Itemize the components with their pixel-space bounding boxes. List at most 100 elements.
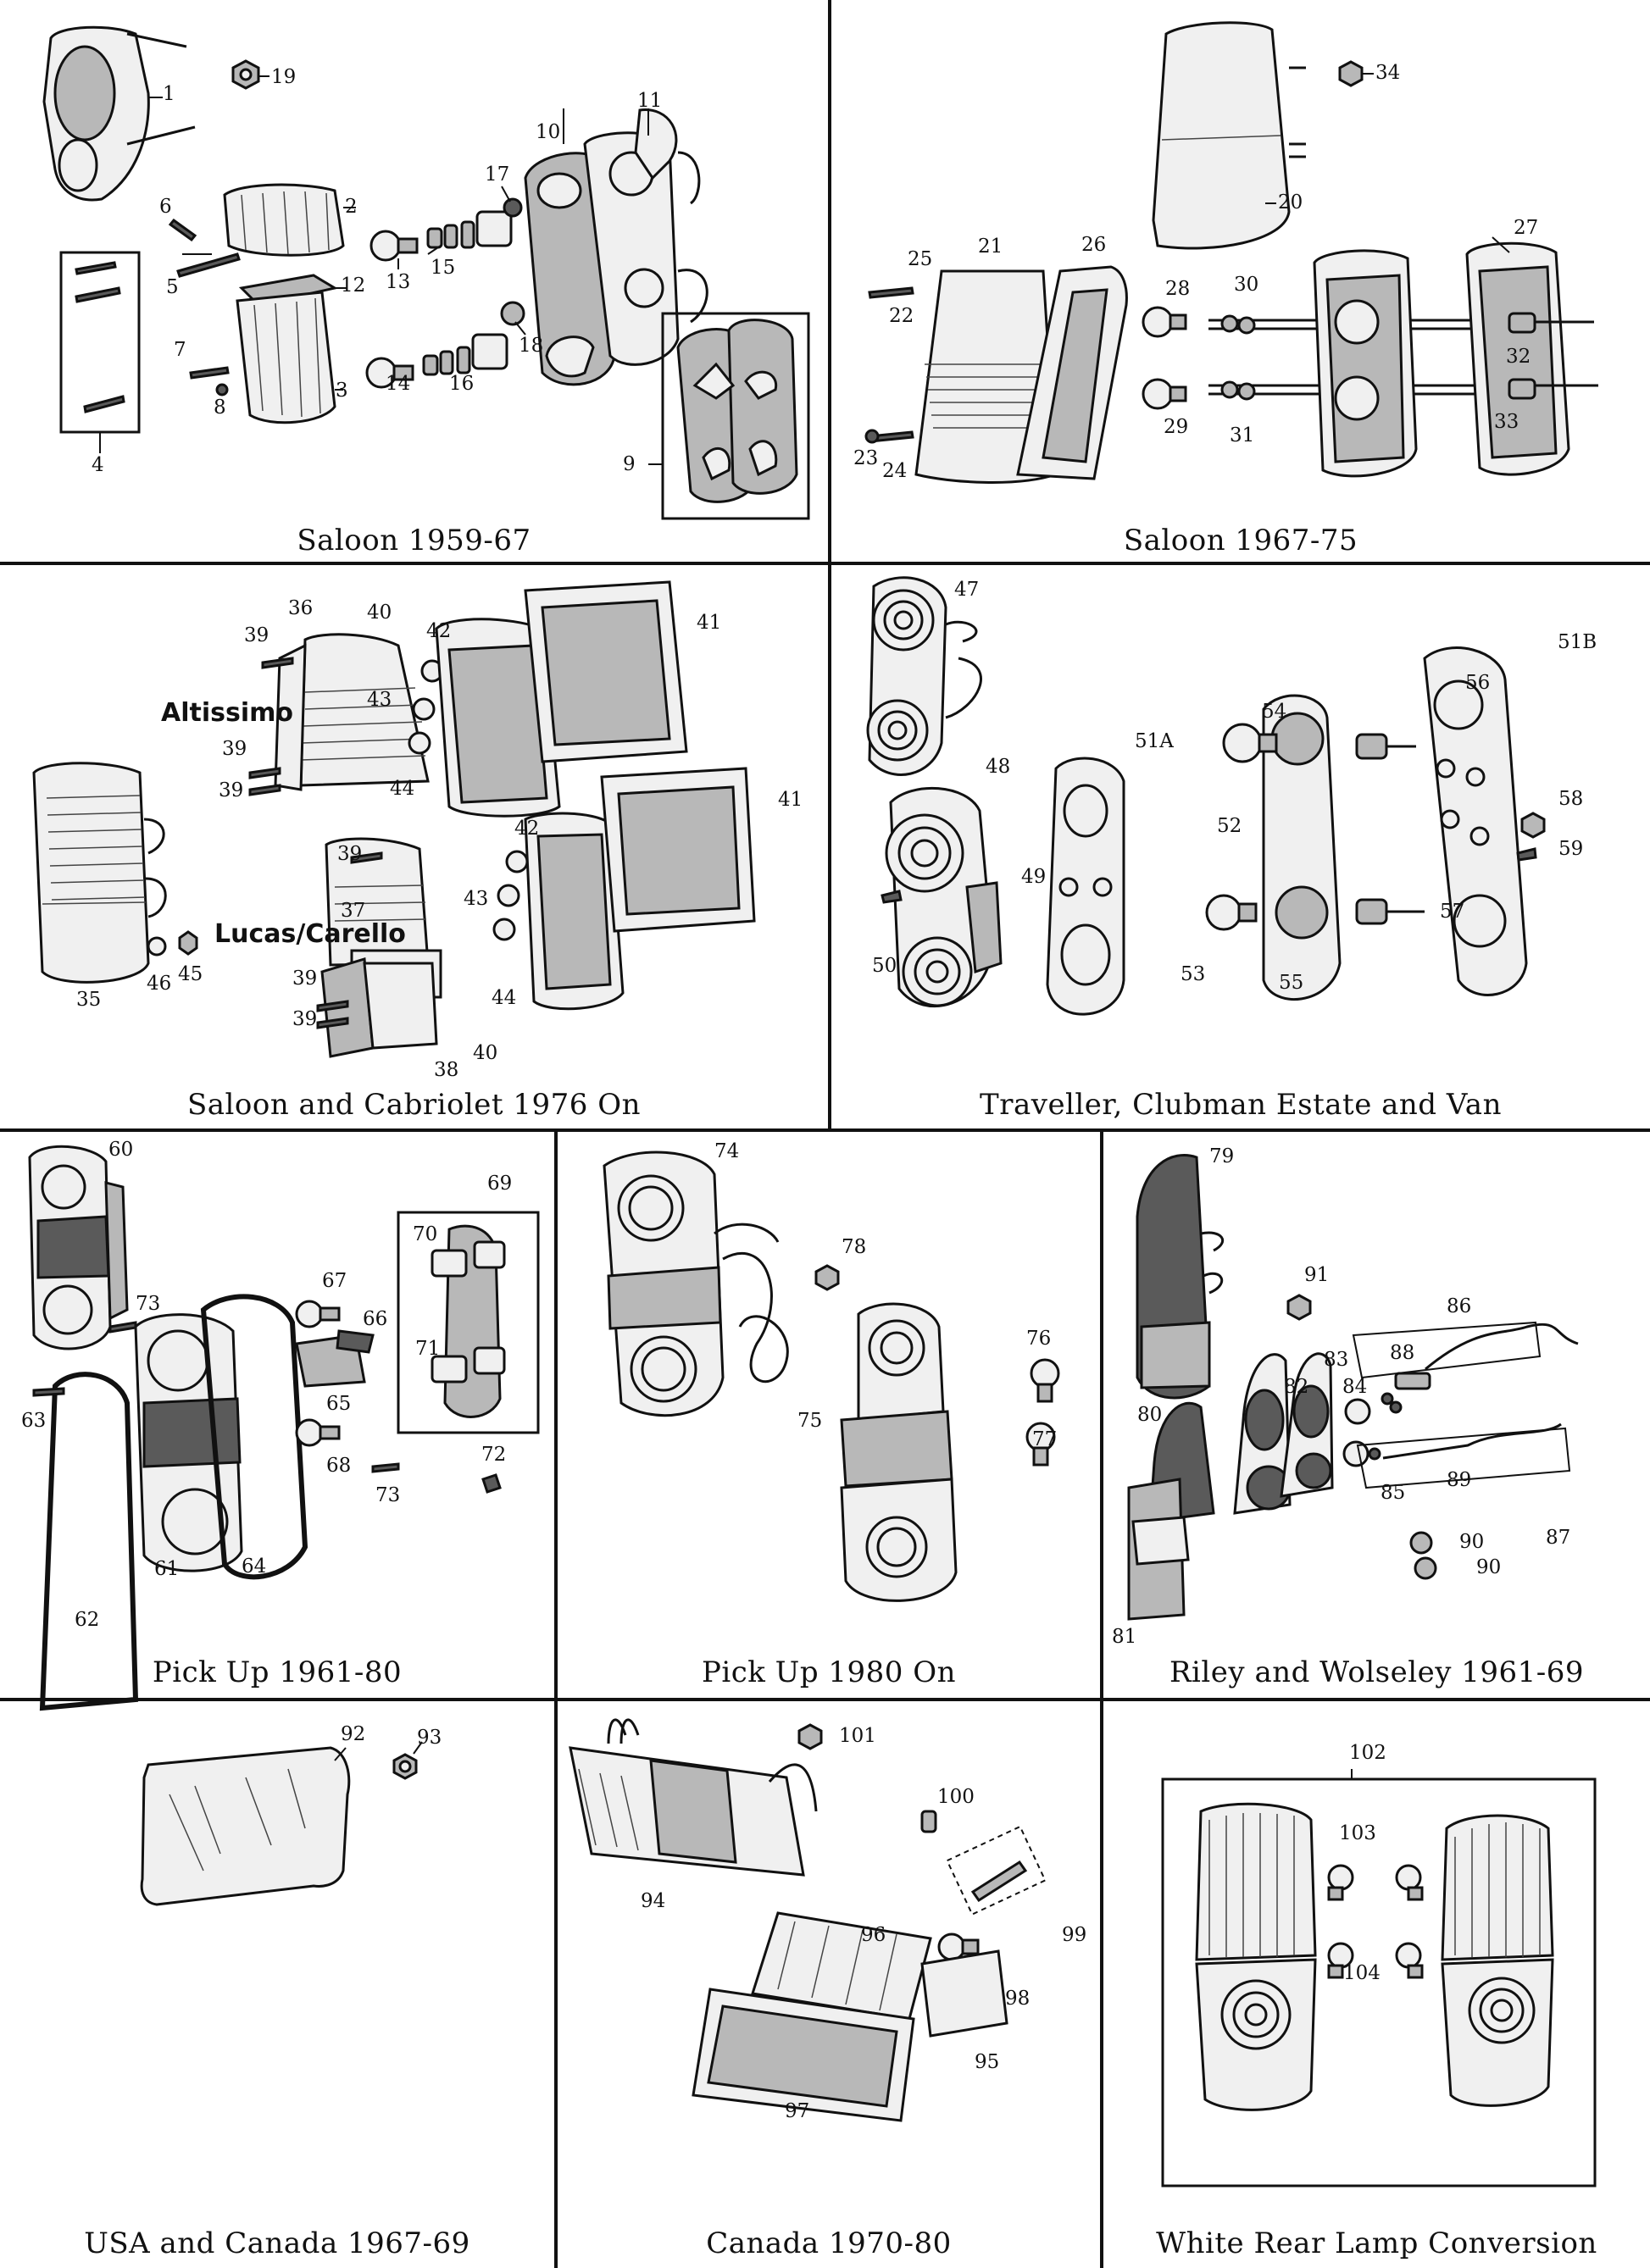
callout-23: 23 [853, 447, 879, 469]
callout-42: 42 [426, 620, 452, 642]
panel-usa-canada-1967-69: 92 93 USA and Canada 1967-69 [0, 1701, 554, 2268]
caption-pick-up-1980-on: Pick Up 1980 On [701, 1655, 957, 1689]
callout-83: 83 [1324, 1349, 1349, 1371]
callout-95: 95 [975, 2051, 1000, 2073]
callout-39f: 39 [292, 1008, 318, 1030]
callout-44: 44 [390, 778, 415, 800]
callout-39b: 39 [222, 738, 247, 760]
callout-43b: 43 [464, 888, 489, 910]
panel-riley-wolseley-1961-69: 79 91 86 83 88 82 84 80 89 85 90 87 90 8… [1103, 1132, 1650, 1698]
callout-4: 4 [92, 454, 104, 476]
callout-101: 101 [839, 1725, 876, 1747]
callout-54: 54 [1262, 701, 1287, 723]
callout-9: 9 [623, 453, 636, 475]
callout-53: 53 [1181, 963, 1206, 985]
divider-col-b-lower [1100, 1128, 1103, 2268]
callout-19: 19 [271, 66, 297, 88]
callout-46: 46 [147, 973, 172, 995]
callout-33: 33 [1494, 411, 1519, 433]
callout-56: 56 [1465, 672, 1491, 694]
callout-25: 25 [908, 248, 933, 270]
callout-36: 36 [288, 597, 314, 619]
callout-51b: 51B [1558, 631, 1597, 653]
callout-88: 88 [1390, 1342, 1415, 1364]
saloon-1967-75-illustration [864, 21, 1598, 484]
callout-93: 93 [417, 1727, 442, 1749]
callout-3: 3 [336, 380, 348, 402]
divider-row-1 [0, 562, 1650, 565]
caption-saloon-1959-67: Saloon 1959-67 [297, 524, 531, 557]
callout-18: 18 [519, 335, 544, 357]
callout-74: 74 [714, 1140, 740, 1162]
caption-white-rear-lamp-conversion: White Rear Lamp Conversion [1156, 2226, 1597, 2260]
caption-saloon-1967-75: Saloon 1967-75 [1123, 524, 1358, 557]
callout-1: 1 [163, 83, 175, 105]
callout-90: 90 [1459, 1531, 1485, 1553]
callout-61: 61 [154, 1558, 180, 1580]
callout-68: 68 [326, 1455, 352, 1477]
callout-52: 52 [1217, 815, 1242, 837]
panel-saloon-1959-67: 1 19 2 10 11 17 6 5 12 13 15 7 8 3 4 14 … [0, 0, 828, 562]
callout-2: 2 [345, 196, 358, 218]
callout-82: 82 [1284, 1376, 1309, 1398]
panel-traveller-clubman-estate-van: 47 51B 48 51A 56 54 52 58 59 49 50 57 53… [831, 565, 1650, 1128]
callout-81: 81 [1112, 1626, 1137, 1648]
canada-1970-80-illustration [569, 1718, 1047, 2122]
callout-102: 102 [1349, 1742, 1386, 1764]
caption-pick-up-1961-80: Pick Up 1961-80 [152, 1655, 403, 1689]
callout-12: 12 [341, 274, 366, 297]
callout-28: 28 [1165, 278, 1191, 300]
callout-77: 77 [1032, 1428, 1058, 1450]
callout-66: 66 [363, 1308, 388, 1330]
callout-94: 94 [641, 1890, 666, 1912]
callout-58: 58 [1558, 788, 1584, 810]
callout-43: 43 [367, 689, 392, 711]
callout-32: 32 [1506, 346, 1531, 368]
riley-wolseley-illustration [1127, 1154, 1579, 1621]
callout-49: 49 [1021, 866, 1047, 888]
callout-64: 64 [242, 1555, 267, 1578]
callout-75: 75 [797, 1410, 823, 1432]
callout-38: 38 [434, 1059, 459, 1081]
callout-42b: 42 [514, 818, 540, 840]
callout-80: 80 [1137, 1404, 1163, 1426]
callout-35: 35 [76, 989, 102, 1011]
callout-29: 29 [1164, 416, 1189, 438]
callout-31: 31 [1230, 424, 1255, 446]
callout-14: 14 [386, 373, 411, 395]
callout-104: 104 [1343, 1962, 1381, 1984]
callout-7: 7 [174, 339, 186, 361]
callout-92: 92 [341, 1723, 366, 1745]
callout-57: 57 [1440, 901, 1465, 923]
callout-98: 98 [1005, 1988, 1031, 2010]
callout-22: 22 [889, 305, 914, 327]
callout-51a: 51A [1135, 730, 1174, 752]
callout-71: 71 [415, 1338, 441, 1360]
traveller-illustration [866, 576, 1546, 1016]
caption-riley-wolseley-1961-69: Riley and Wolseley 1961-69 [1169, 1655, 1585, 1689]
callout-62: 62 [75, 1609, 100, 1631]
callout-99: 99 [1062, 1924, 1087, 1946]
callout-96: 96 [861, 1924, 886, 1946]
callout-50: 50 [872, 955, 897, 977]
callout-20: 20 [1278, 191, 1303, 213]
callout-63: 63 [21, 1410, 47, 1432]
callout-87: 87 [1546, 1527, 1571, 1549]
saloon-1976-illustration [32, 580, 756, 1058]
divider-col-a-lower [554, 1128, 558, 2268]
variant-label-lucas-carello: Lucas/Carello [214, 919, 406, 949]
callout-37: 37 [341, 900, 366, 922]
callout-24: 24 [882, 460, 908, 482]
caption-saloon-cabriolet-1976-on: Saloon and Cabriolet 1976 On [186, 1088, 642, 1122]
divider-row-3 [0, 1698, 1650, 1701]
callout-39c: 39 [219, 779, 244, 801]
callout-97: 97 [785, 2100, 810, 2122]
callout-90b: 90 [1476, 1556, 1502, 1578]
panel-pick-up-1980-on: 74 78 76 75 77 Pick Up 1980 On [558, 1132, 1100, 1698]
callout-89: 89 [1447, 1469, 1472, 1491]
panel-saloon-cabriolet-1976-on: Altissimo Lucas/Carello 36 40 39 42 41 4… [0, 565, 828, 1128]
callout-39e: 39 [292, 968, 318, 990]
callout-47: 47 [954, 579, 980, 601]
panel-white-rear-lamp-conversion: 102 103 104 White Rear Lamp Conversion [1103, 1701, 1650, 2268]
callout-26: 26 [1081, 234, 1107, 256]
